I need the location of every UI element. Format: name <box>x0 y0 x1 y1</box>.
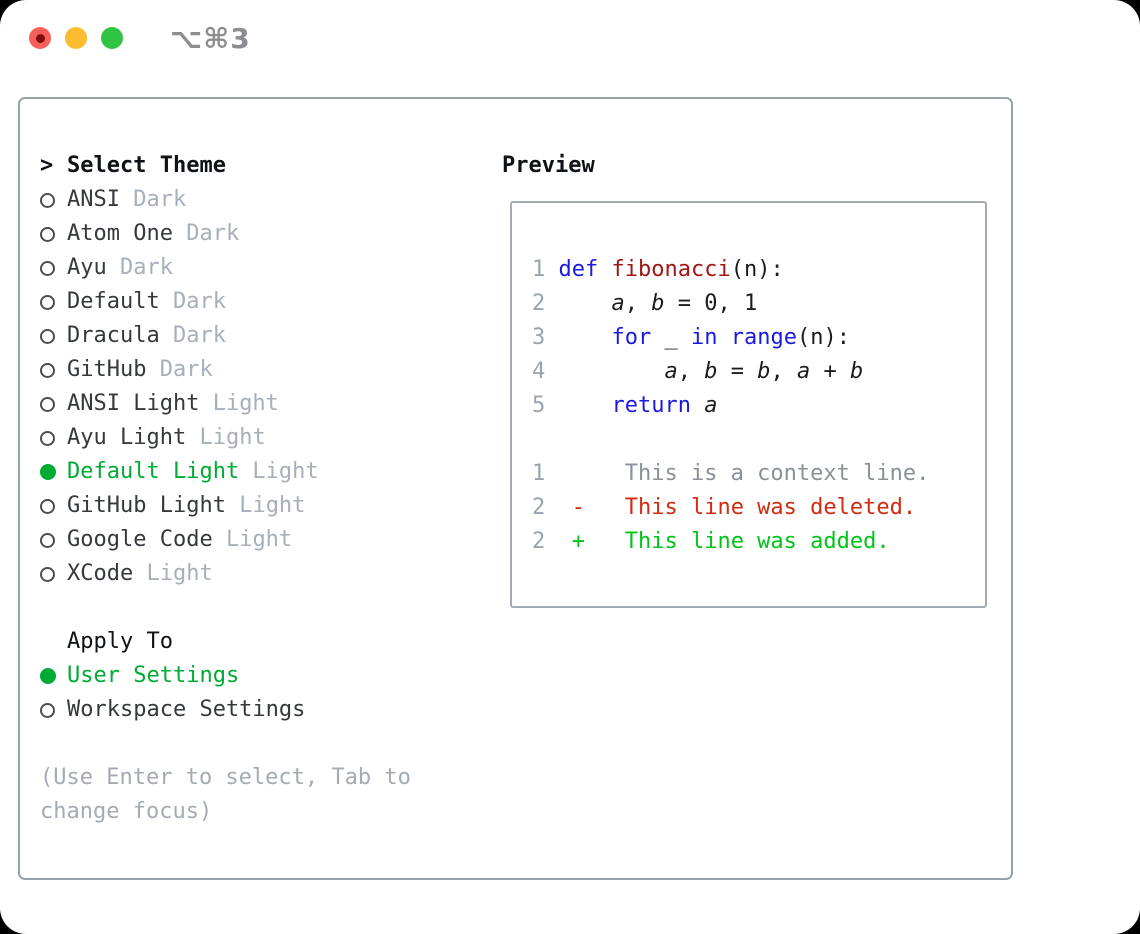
code-line-4: 4 a, b = b, a + b <box>532 359 864 384</box>
theme-option-github[interactable]: GitHub Dark <box>40 353 485 387</box>
preview-box: 1 def fibonacci(n): 2 a, b = 0, 1 3 for _ … <box>510 201 987 608</box>
theme-option-label: Default Light <box>67 459 240 484</box>
preview-header: Preview <box>502 153 595 178</box>
theme-option-default[interactable]: Default Dark <box>40 285 485 319</box>
apply-to-header: Apply To <box>67 629 173 654</box>
close-dot-icon <box>35 33 45 43</box>
theme-option-label: GitHub Light <box>67 493 226 518</box>
radio-icon <box>40 430 55 446</box>
spacer <box>40 727 485 761</box>
theme-option-label: ANSI Light <box>67 391 200 416</box>
select-theme-header: > Select Theme <box>40 149 485 183</box>
diff-added-line: 2 + This line was added. <box>532 529 890 554</box>
theme-variant-label: Light <box>225 493 306 518</box>
theme-option-xcode[interactable]: XCode Light <box>40 557 485 591</box>
theme-option-default-light[interactable]: Default Light Light <box>40 455 485 489</box>
theme-option-atom-one[interactable]: Atom One Dark <box>40 217 485 251</box>
spacer <box>40 591 485 625</box>
diff-context-line: 1 This is a context line. <box>532 461 930 486</box>
theme-option-ansi[interactable]: ANSI Dark <box>40 183 485 217</box>
close-button[interactable] <box>29 27 51 49</box>
zoom-button[interactable] <box>101 27 123 49</box>
theme-option-label: Dracula <box>67 323 160 348</box>
radio-selected-icon <box>40 464 56 480</box>
theme-variant-label: Dark <box>146 357 213 382</box>
radio-icon <box>40 362 55 378</box>
radio-icon <box>40 260 55 276</box>
theme-option-google-code[interactable]: Google Code Light <box>40 523 485 557</box>
help-text: (Use Enter to select, Tab to change focu… <box>40 765 411 824</box>
theme-variant-label: Dark <box>159 323 226 348</box>
theme-variant-label: Dark <box>159 289 226 314</box>
radio-icon <box>40 294 55 310</box>
theme-option-label: ANSI <box>67 187 120 212</box>
theme-option-ayu[interactable]: Ayu Dark <box>40 251 485 285</box>
select-theme-label: Select Theme <box>67 153 226 178</box>
code-line-5: 5 return a <box>532 393 718 418</box>
blank-line <box>532 423 985 457</box>
theme-variant-label: Dark <box>119 187 187 212</box>
radio-icon <box>40 702 55 718</box>
theme-option-github-light[interactable]: GitHub Light Light <box>40 489 485 523</box>
radio-icon <box>40 226 55 242</box>
radio-icon <box>40 566 55 582</box>
theme-variant-label: Light <box>133 561 213 586</box>
theme-variant-label: Dark <box>106 255 173 280</box>
apply-option-user-settings[interactable]: User Settings <box>40 659 485 693</box>
apply-option-label: Workspace Settings <box>67 697 306 722</box>
radio-icon <box>40 532 55 548</box>
titlebar: ⌥⌘3 <box>29 16 251 60</box>
theme-option-label: Default <box>67 289 160 314</box>
theme-option-label: Ayu Light <box>67 425 187 450</box>
radio-selected-icon <box>40 668 56 684</box>
theme-variant-label: Light <box>212 527 293 552</box>
radio-icon <box>40 328 55 344</box>
code-line-2: 2 a, b = 0, 1 <box>532 291 758 316</box>
theme-option-label: Google Code <box>67 527 213 552</box>
theme-option-dracula[interactable]: Dracula Dark <box>40 319 485 353</box>
code-line-3: 3 for _ in range(n): <box>532 325 850 350</box>
window-title: ⌥⌘3 <box>170 21 251 55</box>
theme-option-ayu-light[interactable]: Ayu Light Light <box>40 421 485 455</box>
theme-variant-label: Light <box>239 459 319 484</box>
apply-option-workspace-settings[interactable]: Workspace Settings <box>40 693 485 727</box>
theme-option-label: Ayu <box>67 255 107 280</box>
radio-icon <box>40 498 55 514</box>
diff-deleted-line: 2 - This line was deleted. <box>532 495 917 520</box>
apply-option-label: User Settings <box>67 663 240 688</box>
radio-icon <box>40 396 55 412</box>
theme-option-label: Atom One <box>67 221 173 246</box>
theme-option-ansi-light[interactable]: ANSI Light Light <box>40 387 485 421</box>
prompt-chevron-icon: > <box>40 153 54 178</box>
radio-icon <box>40 192 55 208</box>
theme-option-label: XCode <box>67 561 134 586</box>
theme-variant-label: Light <box>199 391 279 416</box>
theme-option-label: GitHub <box>67 357 147 382</box>
code-line-1: 1 def fibonacci(n): <box>532 257 784 282</box>
minimize-button[interactable] <box>65 27 87 49</box>
theme-variant-label: Dark <box>172 221 240 246</box>
theme-variant-label: Light <box>186 425 266 450</box>
